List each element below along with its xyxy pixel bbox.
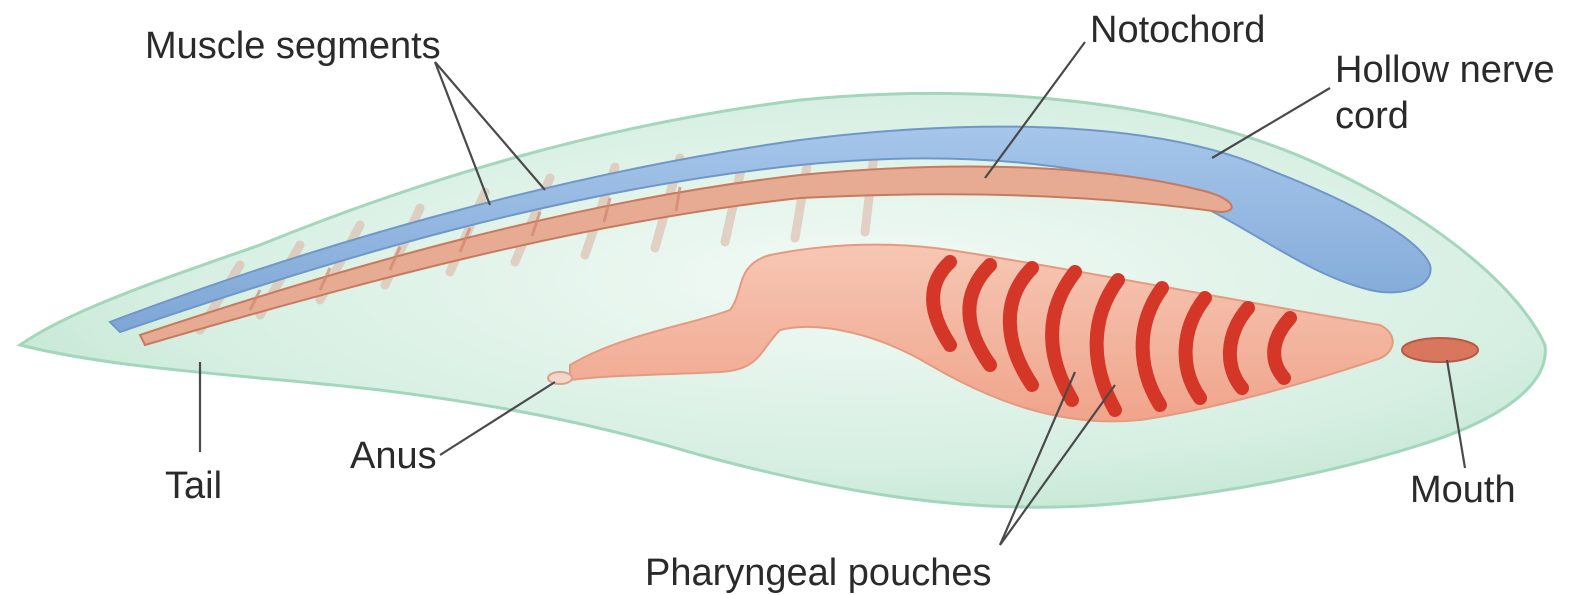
label-mouth: Mouth: [1410, 469, 1516, 511]
label-anus: Anus: [350, 435, 437, 477]
label-hollow-nerve-cord-line1: Hollow nerve: [1335, 49, 1555, 91]
label-tail: Tail: [165, 465, 222, 507]
label-pharyngeal-pouches: Pharyngeal pouches: [645, 552, 991, 594]
label-notochord: Notochord: [1090, 9, 1265, 51]
label-muscle-segments: Muscle segments: [145, 25, 441, 67]
label-hollow-nerve-cord-line2: cord: [1335, 95, 1409, 137]
anus: [548, 372, 572, 384]
mouth: [1402, 338, 1478, 362]
